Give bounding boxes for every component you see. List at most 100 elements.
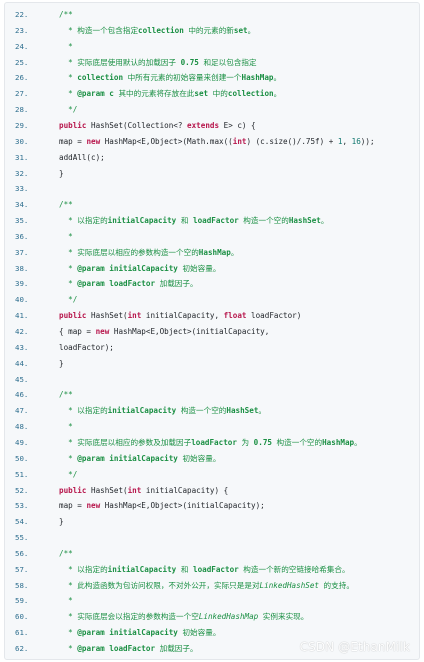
code-token: loadFactor: [191, 437, 237, 447]
line-content: */: [59, 292, 417, 308]
code-token: 0.75: [253, 437, 272, 447]
code-token: 1: [337, 136, 343, 146]
code-token: public: [59, 311, 87, 321]
code-token: HashSet(Collection<?: [86, 120, 188, 130]
code-line: 63. * @param dummy 标记。: [5, 657, 419, 659]
code-token: int: [127, 485, 142, 495]
line-number: 33.: [15, 184, 29, 194]
code-token: 。: [247, 25, 256, 35]
line-number: 31.: [15, 152, 29, 162]
code-line: 51. */: [5, 467, 419, 483]
code-token: * 此构造函数为包访问权限，不对外公开，实际只是是对: [59, 580, 260, 590]
line-number: 46.: [15, 390, 29, 400]
watermark: CSDN @EthanMilk: [299, 640, 410, 654]
code-line: 24. *: [5, 39, 419, 55]
code-token: new: [95, 327, 110, 336]
line-content: * 以指定的initialCapacity 构造一个空的HashSet。: [59, 403, 417, 419]
code-line: 44.}: [5, 356, 419, 372]
line-content: public HashSet(int initialCapacity, floa…: [59, 308, 417, 324]
line-number: 24.: [15, 41, 29, 51]
code-token: 构造一个空的: [238, 216, 289, 226]
code-token: HashSet: [288, 216, 321, 226]
code-token: *: [59, 644, 78, 653]
line-content: * 实际底层以相应的参数构造一个空的HashMap。: [59, 245, 417, 261]
code-line: 30.map = new HashMap<E,Object>(Math.max(…: [5, 134, 419, 150]
code-token: 构造一个空的: [271, 437, 323, 447]
line-number: 42.: [15, 327, 29, 336]
code-token: set: [194, 89, 209, 99]
code-token: *: [59, 279, 78, 289]
code-token: ,: [342, 136, 352, 146]
code-line: 40. */: [5, 292, 419, 308]
line-content: * @param initialCapacity 初始容量。: [59, 625, 417, 641]
code-token: { map =: [59, 327, 96, 336]
code-token: HashMap<E,Object>(initialCapacity);: [100, 501, 265, 511]
code-token: loadFactor);: [59, 342, 114, 352]
code-line: 32.}: [5, 166, 419, 182]
line-content: * @param dummy 标记。: [59, 657, 417, 659]
code-line: 50. * @param initialCapacity 初始容量。: [5, 451, 419, 467]
line-content: /**: [59, 387, 417, 403]
code-line: 26. * collection 中所有元素的初始容量来创建一个HashMap。: [5, 70, 419, 86]
code-token: }: [59, 358, 64, 368]
line-number: 40.: [15, 295, 29, 305]
code-block: 22./**23. * 构造一个包含指定collection 中的元素的新set…: [4, 2, 420, 660]
line-content: public HashSet(Collection<? extends E> c…: [59, 118, 417, 134]
code-token: */: [59, 469, 78, 479]
code-token: collection: [77, 73, 124, 83]
code-token: 中的元素的新: [183, 25, 234, 35]
code-token: 其中的元素将存放在此: [113, 89, 195, 99]
line-content: }: [59, 166, 417, 182]
line-number: 62.: [15, 644, 29, 653]
line-number: 54.: [15, 517, 29, 527]
code-token: * 实际底层会以指定的参数构造一个空: [59, 612, 199, 622]
code-line: 55.: [5, 530, 419, 546]
code-token: initialCapacity: [107, 564, 177, 574]
code-token: ));: [360, 136, 375, 146]
code-token: 。: [354, 437, 362, 447]
code-line: 39. * @param loadFactor 加载因子。: [5, 276, 419, 292]
code-line: 47. * 以指定的initialCapacity 构造一个空的HashSet。: [5, 403, 419, 419]
code-token: 初始容量。: [177, 628, 221, 638]
line-content: *: [59, 419, 417, 435]
code-line: 45.: [5, 372, 419, 388]
line-number: 45.: [15, 374, 29, 384]
code-token: new: [86, 501, 101, 511]
code-token: * 构造一个包含指定: [59, 25, 139, 35]
line-number: 32.: [15, 168, 29, 178]
line-number: 58.: [15, 580, 29, 590]
code-token: @param initialCapacity: [77, 453, 178, 463]
code-line: 34./**: [5, 197, 419, 213]
code-line: 27. * @param c 其中的元素将存放在此set 中的collectio…: [5, 86, 419, 102]
code-token: /**: [59, 10, 73, 19]
line-content: *: [59, 593, 417, 609]
code-token: LinkedHashMap: [198, 612, 259, 622]
code-token: HashMap<E,Object>(initialCapacity,: [109, 327, 270, 336]
code-line: 22./**: [5, 7, 419, 23]
code-token: * 实际底层使用默认的加载因子: [59, 57, 181, 67]
code-token: LinkedHashSet: [259, 580, 319, 590]
line-number: 53.: [15, 501, 29, 511]
line-content: * 实际底层使用默认的加载因子 0.75 和足以包含指定: [59, 55, 417, 71]
code-token: initialCapacity: [107, 216, 177, 226]
code-token: */: [59, 105, 78, 115]
line-number: 44.: [15, 358, 29, 368]
line-number: 29.: [15, 120, 29, 130]
line-content: */: [59, 467, 417, 483]
code-token: 16: [351, 136, 361, 146]
line-content: * @param loadFactor 加载因子。: [59, 276, 417, 292]
code-token: loadFactor: [193, 564, 239, 574]
line-number: 59.: [15, 596, 29, 606]
line-content: */: [59, 102, 417, 118]
line-content: /**: [59, 197, 417, 213]
line-number: 26.: [15, 73, 29, 83]
code-token: 和足以包含指定: [198, 57, 257, 67]
line-content: * @param initialCapacity 初始容量。: [59, 261, 417, 277]
code-line: 36. *: [5, 229, 419, 245]
line-number: 61.: [15, 628, 29, 638]
line-number: 56.: [15, 548, 29, 558]
code-token: }: [59, 517, 64, 527]
code-token: *: [59, 89, 78, 99]
code-token: /**: [59, 548, 73, 558]
code-token: *: [59, 73, 78, 83]
